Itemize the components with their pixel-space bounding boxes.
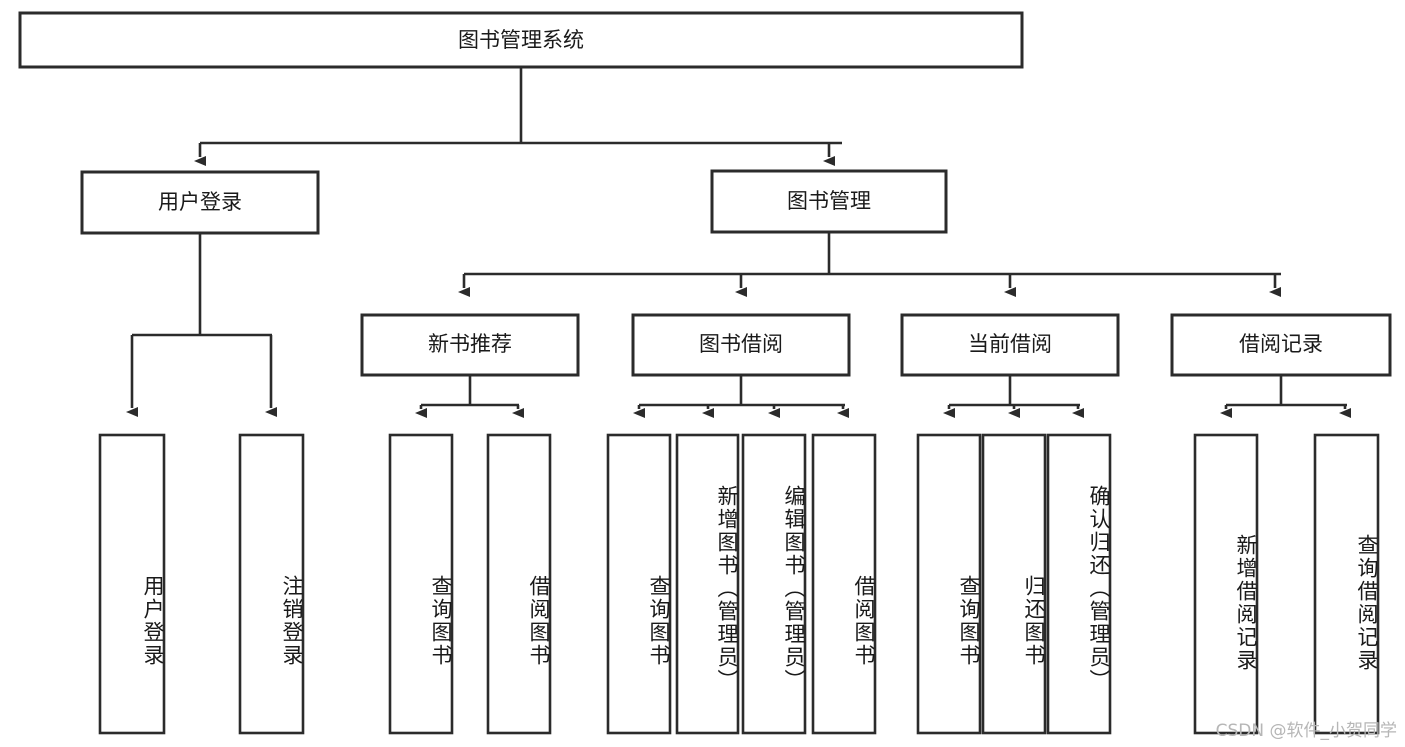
- connector-root-to-level2: [194, 67, 842, 166]
- node-user-login[interactable]: 用户登录: [80, 170, 320, 235]
- node-book-manage-label: 图书管理: [787, 189, 871, 213]
- connector-book-borrow-to-leaves: [633, 375, 849, 418]
- node-book-borrow-label: 图书借阅: [699, 332, 783, 356]
- node-current-borrow-label: 当前借阅: [968, 332, 1052, 356]
- connector-borrow-record-to-leaves: [1220, 375, 1351, 418]
- node-borrow-record-label: 借阅记录: [1239, 332, 1323, 356]
- leaf-box-query-record[interactable]: [1313, 433, 1380, 735]
- leaf-box-borrow-book-2[interactable]: [811, 433, 877, 735]
- leaf-box-confirm-return[interactable]: [1046, 433, 1112, 735]
- node-new-book-rec-label: 新书推荐: [428, 332, 512, 356]
- leaf-box-return-book[interactable]: [981, 433, 1047, 735]
- leaf-box-query-book-1[interactable]: [388, 433, 454, 735]
- node-new-book-rec[interactable]: 新书推荐: [360, 313, 580, 377]
- leaf-box-borrow-book-1[interactable]: [486, 433, 552, 735]
- node-book-manage[interactable]: 图书管理: [710, 169, 948, 234]
- node-user-login-label: 用户登录: [158, 190, 242, 214]
- connector-current-borrow-to-leaves: [943, 375, 1084, 418]
- connector-book-manage-to-level3: [458, 232, 1281, 297]
- node-root[interactable]: 图书管理系统: [18, 11, 1024, 69]
- leaf-box-logout-login[interactable]: [238, 433, 305, 735]
- node-borrow-record[interactable]: 借阅记录: [1170, 313, 1392, 377]
- node-root-label: 图书管理系统: [458, 28, 584, 52]
- leaf-box-add-book[interactable]: [675, 433, 740, 735]
- node-current-borrow[interactable]: 当前借阅: [900, 313, 1120, 377]
- watermark-text: CSDN @软件_小贺同学: [1215, 721, 1397, 741]
- connector-new-book-rec-to-leaves: [415, 375, 524, 418]
- leaf-box-edit-book[interactable]: [741, 433, 807, 735]
- node-book-borrow[interactable]: 图书借阅: [631, 313, 851, 377]
- leaf-box-query-book-2[interactable]: [606, 433, 672, 735]
- connector-user-login-to-leaves: [126, 233, 277, 417]
- leaf-box-user-login[interactable]: [98, 433, 166, 735]
- leaf-box-query-book-3[interactable]: [916, 433, 982, 735]
- leaf-box-add-record[interactable]: [1193, 433, 1259, 735]
